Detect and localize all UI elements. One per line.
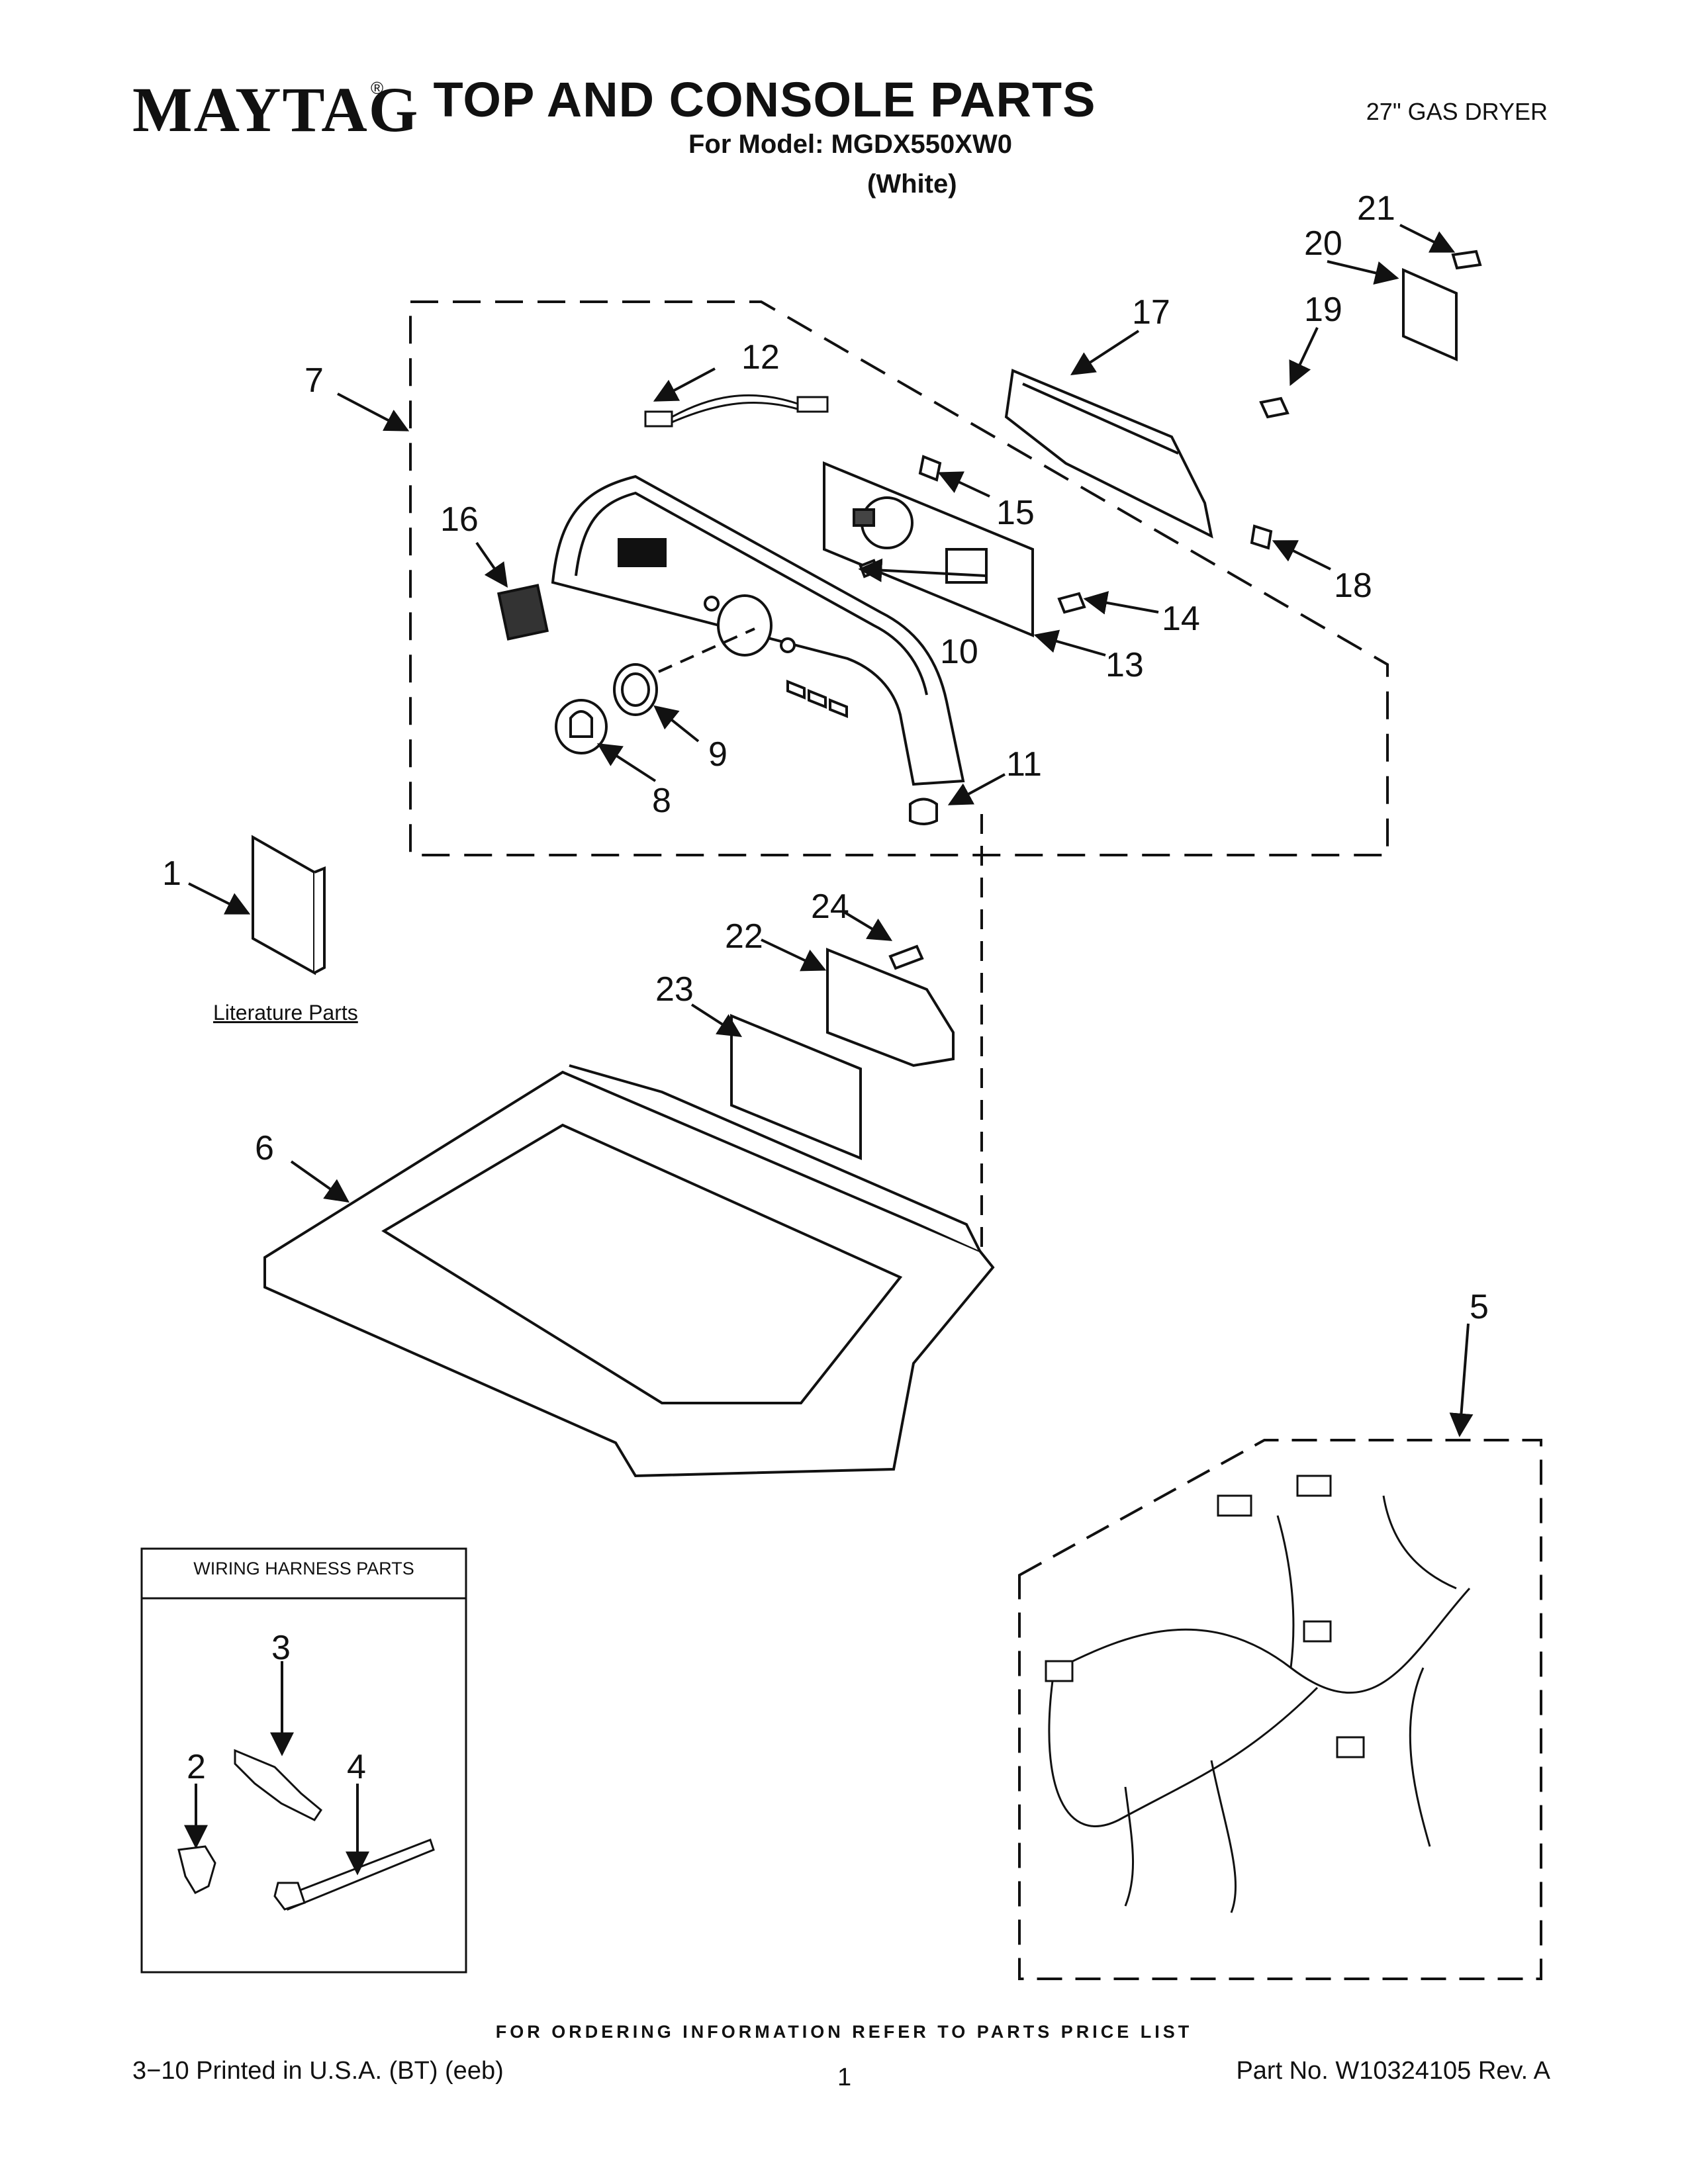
callout-16: 16 [440,500,479,539]
callout-4: 4 [347,1748,366,1786]
part-20 [1402,267,1458,362]
page-title-text: TOP AND CONSOLE PARTS [433,72,1096,127]
harness-boundary [1018,1439,1542,1980]
console-panel [551,475,965,786]
print-info: 3−10 Printed in U.S.A. (BT) (eeb) [132,2057,504,2085]
page-number: 1 [837,2064,852,2091]
part-18 [1250,524,1273,550]
callout-23: 23 [655,970,694,1009]
clip-11 [909,797,938,825]
callout-19: 19 [1304,291,1342,329]
screw-21 [1451,250,1482,270]
callout-7: 7 [305,361,324,400]
callout-2: 2 [187,1748,206,1786]
callout-20: 20 [1304,224,1342,263]
literature-parts-label: Literature Parts [213,1001,358,1024]
product-type: 27" GAS DRYER [1366,98,1548,125]
wiring-harness-parts-title: WIRING HARNESS PARTS [193,1559,414,1578]
brand-logo: MAYTAG [132,74,420,145]
callout-13: 13 [1105,646,1144,684]
console-bracket [1004,369,1213,539]
console-assembly-boundary [409,300,1389,856]
callout-14: 14 [1162,600,1200,638]
ordering-note: FOR ORDERING INFORMATION REFER TO PARTS … [495,2022,1193,2042]
part-number: Part No. W10324105 Rev. A [1236,2057,1550,2085]
callout-9: 9 [708,735,727,774]
callout-11: 11 [1006,745,1042,784]
callout-18: 18 [1334,567,1372,605]
callout-21: 21 [1357,189,1395,228]
callout-24: 24 [811,887,849,926]
screw-14 [1057,592,1086,614]
callout-6: 6 [255,1129,274,1167]
knob-parts [555,627,755,754]
control-board [823,461,1034,637]
callout-5: 5 [1470,1288,1489,1326]
screw-24 [888,944,924,970]
callout-10: 10 [940,633,978,671]
callout-17: 17 [1132,293,1170,332]
callout-12: 12 [741,338,780,377]
callout-3: 3 [271,1629,291,1667]
callout-15: 15 [996,494,1035,532]
part-15 [918,455,942,482]
model-line: For Model: MGDX550XW0 [688,130,1012,159]
module-23 [730,1014,862,1160]
top-panel [263,1064,995,1478]
filter-part [497,584,549,641]
wiring-harness [1045,1475,1471,1913]
callout-1: 1 [162,854,181,893]
page-title: TOP AND CONSOLE PARTS [0,71,1688,128]
bracket-22 [826,948,955,1068]
color-line: (White) [867,169,957,199]
callout-22: 22 [725,917,763,956]
screw-19 [1259,396,1289,419]
registered-mark: ® [371,78,384,98]
callout-8: 8 [652,782,671,820]
console-harness [644,394,829,428]
literature-book [252,835,326,976]
